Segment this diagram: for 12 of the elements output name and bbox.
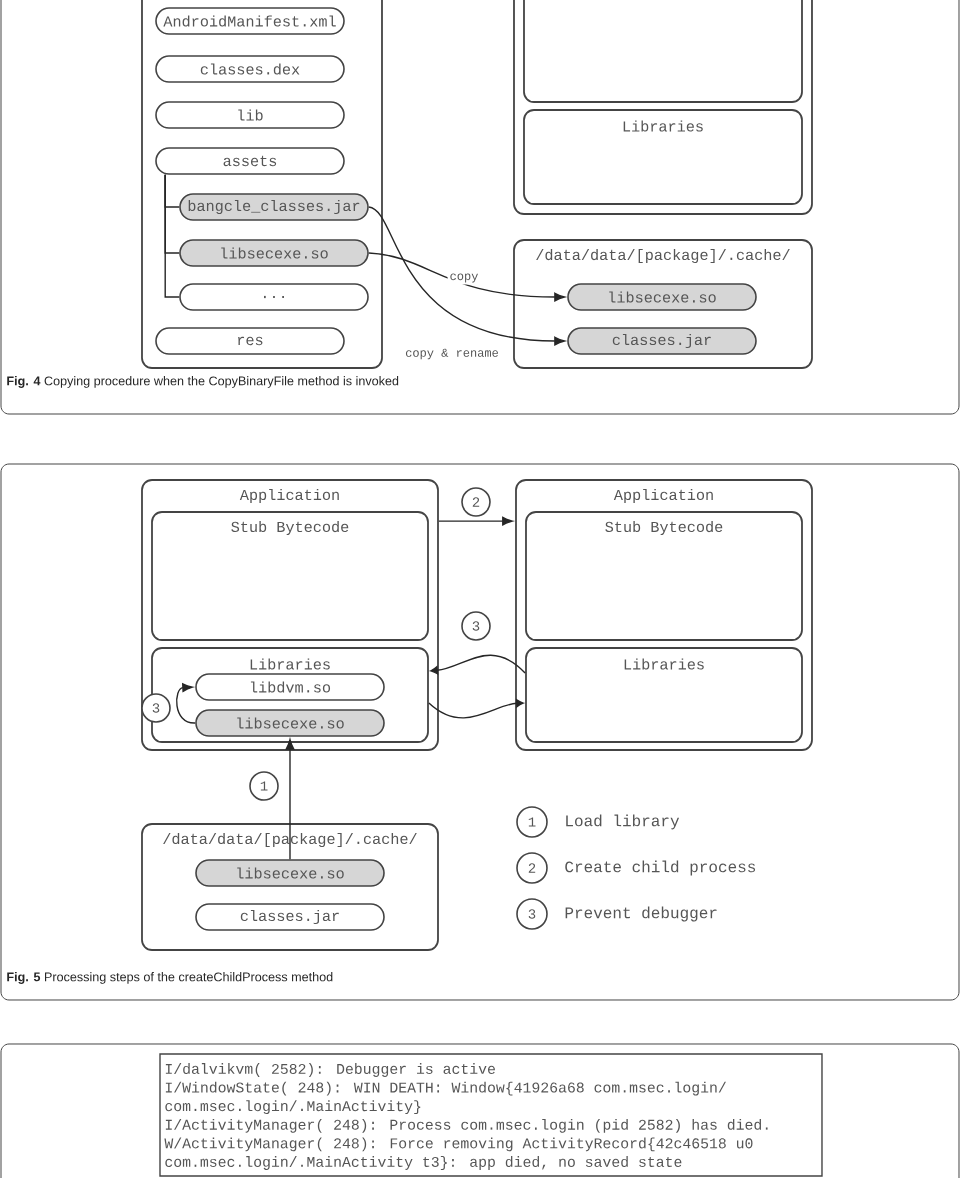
connector-line (164, 174, 180, 298)
legend-text: Prevent debugger (565, 906, 717, 922)
legend-text: Create child process (565, 860, 756, 876)
arrow (285, 738, 295, 860)
arrow (176, 683, 196, 724)
arrow (438, 516, 513, 526)
arrow (428, 699, 524, 719)
legend-text: Load library (566, 814, 680, 830)
arrow (430, 654, 526, 675)
arrow (368, 252, 566, 302)
arrow (368, 206, 566, 346)
container-box (523, 0, 803, 103)
